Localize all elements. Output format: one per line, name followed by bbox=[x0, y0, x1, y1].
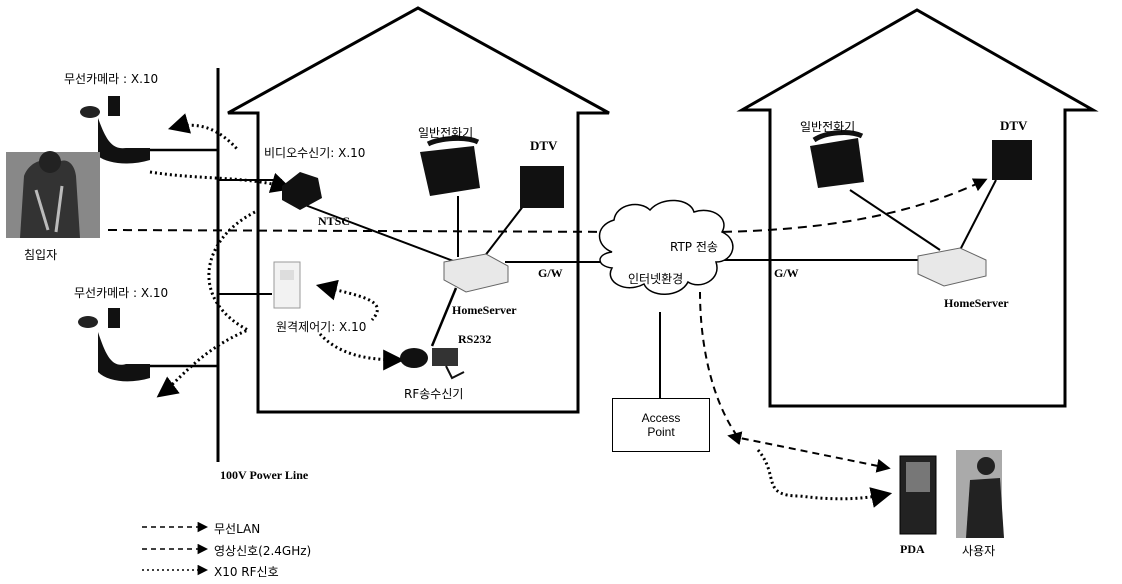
camera-top-label: 무선카메라 : X.10 bbox=[64, 70, 158, 87]
dtv-left-label: DTV bbox=[530, 138, 557, 154]
dtv-left-icon bbox=[520, 166, 564, 208]
gw-left-label: G/W bbox=[538, 266, 563, 281]
dtv-right-cable bbox=[960, 180, 996, 250]
user-label: 사용자 bbox=[962, 542, 995, 559]
dtv-right-icon bbox=[992, 140, 1032, 180]
dtv-right-label: DTV bbox=[1000, 118, 1027, 134]
rs232-label: RS232 bbox=[458, 332, 491, 347]
homeserver-right-label: HomeServer bbox=[944, 296, 1009, 311]
wlan-path-pda bbox=[730, 436, 888, 468]
video-receiver-icon bbox=[282, 172, 322, 210]
intruder-label: 침입자 bbox=[24, 246, 57, 263]
phone-right-icon bbox=[810, 133, 864, 188]
legend-label-rf: X10 RF신호 bbox=[214, 563, 279, 580]
ntsc-label: NTSC bbox=[318, 214, 350, 229]
access-point-label-2: Point bbox=[647, 425, 674, 439]
rf-path-pda bbox=[758, 450, 888, 499]
phone-right-cable bbox=[850, 190, 940, 250]
access-point-box: Access Point bbox=[612, 398, 710, 452]
internet-label: 인터넷환경 bbox=[628, 270, 683, 287]
gw-right-label: G/W bbox=[774, 266, 799, 281]
rf-path-remote bbox=[320, 286, 377, 320]
homeserver-left-icon bbox=[444, 254, 508, 292]
camera-bottom-icon bbox=[78, 308, 150, 381]
rf-transceiver-icon bbox=[400, 348, 464, 378]
rf-path-camera-top bbox=[172, 125, 238, 150]
remote-controller-icon bbox=[274, 262, 300, 308]
user-icon bbox=[956, 450, 1004, 538]
homeserver-left-label: HomeServer bbox=[452, 303, 517, 318]
legend-label-video: 영상신호(2.4GHz) bbox=[214, 542, 311, 559]
phone-left-icon bbox=[420, 138, 480, 196]
homeserver-right-icon bbox=[918, 248, 986, 286]
phone-left-label: 일반전화기 bbox=[418, 124, 473, 141]
rf-path-intruder bbox=[160, 212, 255, 395]
pda-label: PDA bbox=[900, 542, 925, 557]
legend-label-wlan: 무선LAN bbox=[214, 520, 260, 537]
rf-path-rf-transceiver bbox=[320, 334, 400, 360]
access-point-label-1: Access bbox=[642, 411, 681, 425]
camera-bottom-label: 무선카메라 : X.10 bbox=[74, 284, 168, 301]
rtp-label: RTP 전송 bbox=[670, 238, 718, 255]
right-house-outline bbox=[742, 10, 1093, 406]
pda-icon bbox=[900, 456, 936, 534]
remote-controller-label: 원격제어기: X.10 bbox=[276, 318, 366, 335]
video-receiver-label: 비디오수신기: X.10 bbox=[264, 144, 365, 161]
rf-transceiver-label: RF송수신기 bbox=[404, 385, 463, 402]
phone-right-label: 일반전화기 bbox=[800, 118, 855, 135]
intruder-icon bbox=[6, 151, 100, 238]
power-line-label: 100V Power Line bbox=[220, 468, 308, 483]
